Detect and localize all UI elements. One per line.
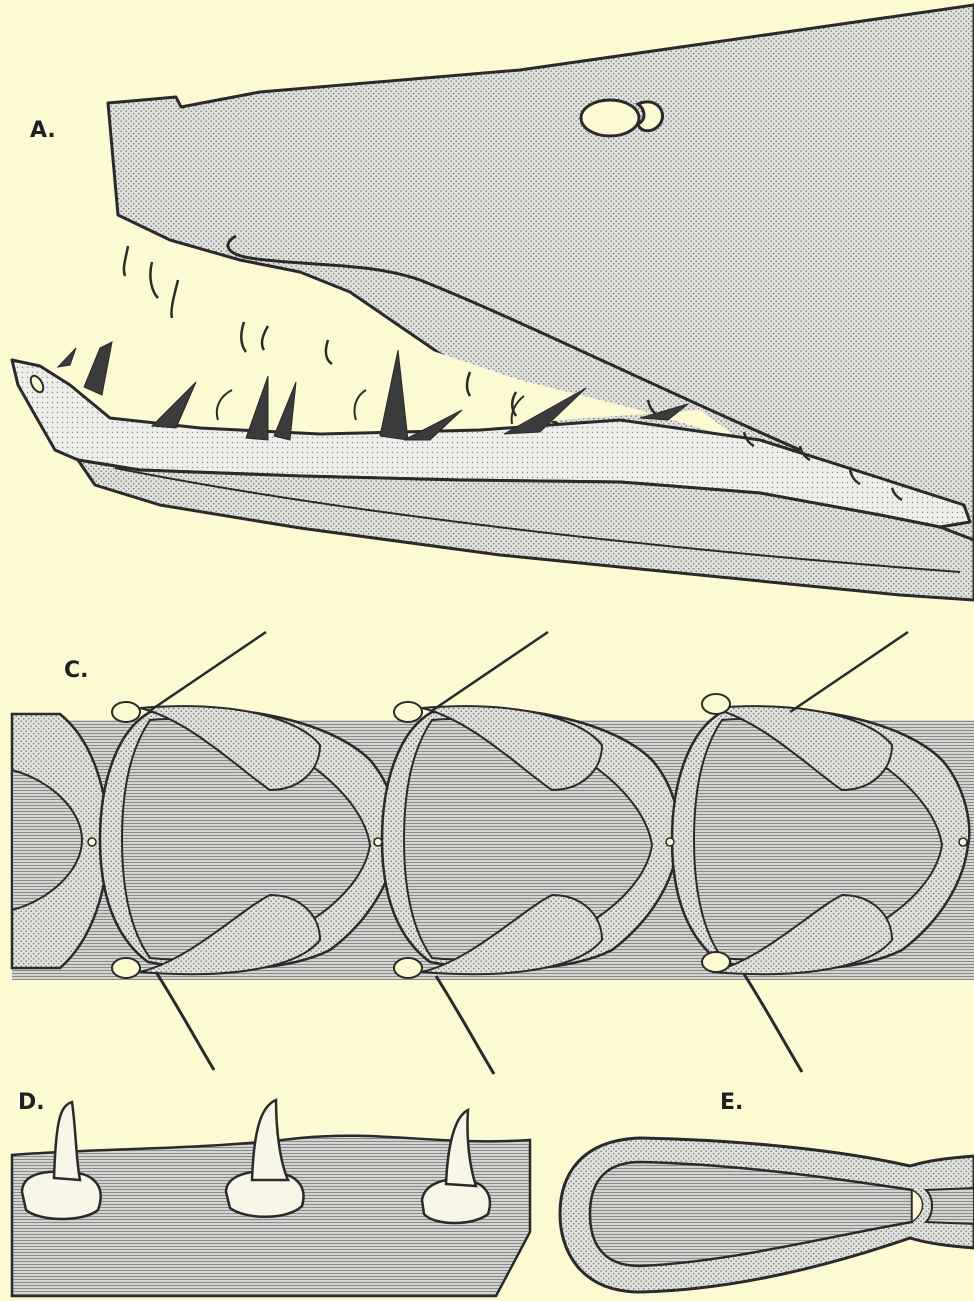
panel-label-e: E. (720, 1090, 743, 1115)
vertebra-2 (374, 632, 679, 1074)
panel-e-section (560, 1138, 974, 1292)
eye (581, 100, 639, 136)
panel-label-d: D. (18, 1090, 45, 1115)
panel-c-vertebrae (12, 632, 974, 1074)
vertebra-3 (666, 632, 969, 1072)
panel-label-a: A. (30, 118, 56, 143)
panel-label-c: C. (64, 658, 89, 683)
vertebra-1 (88, 632, 397, 1070)
panel-d-denticles (12, 1100, 530, 1296)
panel-a-shark-head (12, 5, 974, 600)
